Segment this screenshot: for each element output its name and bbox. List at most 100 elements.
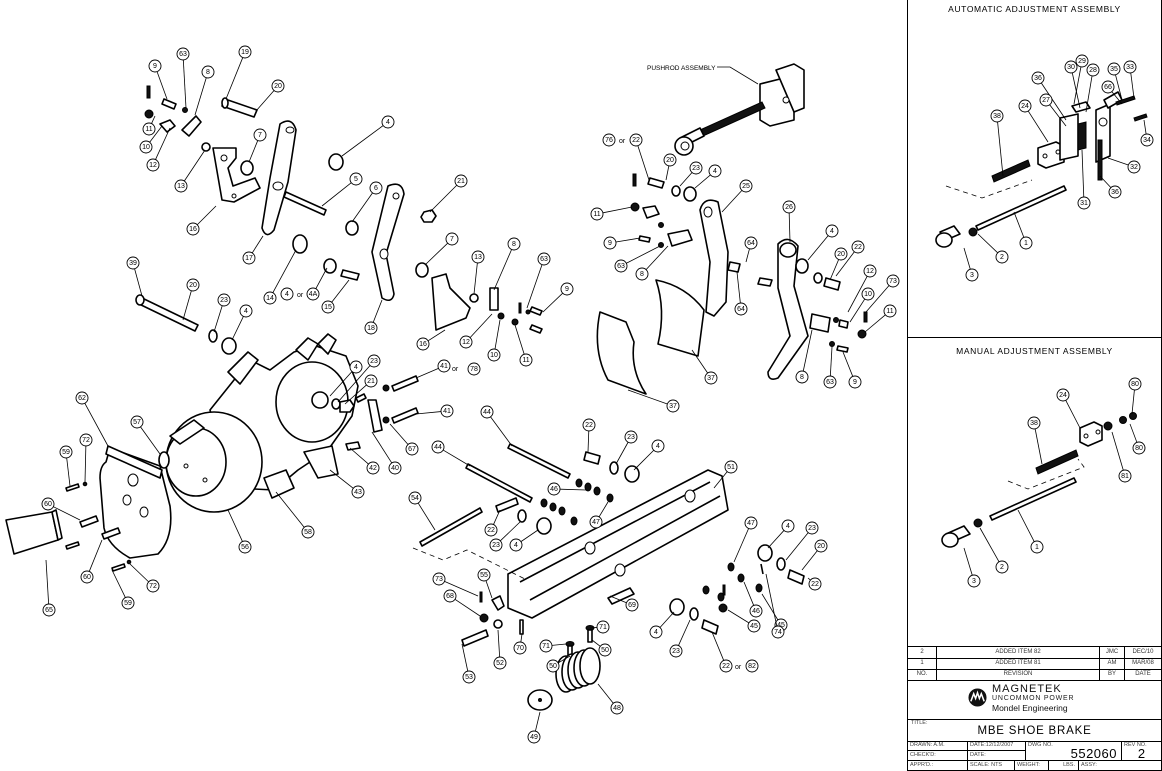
item-number: 22 <box>632 137 640 144</box>
revision-number: 2 <box>908 647 937 658</box>
leader-line <box>351 192 373 223</box>
revision-number: 1 <box>908 658 937 669</box>
leader-line <box>736 271 741 304</box>
leader-line <box>1143 119 1147 135</box>
item-number: 22 <box>854 244 862 251</box>
item-balloon: 71 <box>539 639 553 653</box>
leader-line <box>559 488 587 491</box>
hole <box>272 181 284 191</box>
leader-line <box>963 547 973 576</box>
main-lever <box>261 120 297 236</box>
item-number: 11 <box>593 211 600 218</box>
centerline <box>1007 458 1085 490</box>
item-number: 29 <box>1078 58 1086 65</box>
item-balloon: 50 <box>598 643 612 657</box>
item-number: 21 <box>367 378 375 385</box>
leader-line <box>520 529 539 542</box>
leader-line <box>227 509 243 542</box>
item-balloon: 22 <box>808 577 822 591</box>
item-number: 37 <box>707 375 715 382</box>
item-number: 78 <box>470 366 478 373</box>
item-number: 63 <box>826 379 834 386</box>
hole <box>584 541 596 555</box>
spacer <box>340 269 360 281</box>
item-balloon: 23 <box>669 644 683 658</box>
nut <box>737 573 745 583</box>
item-balloon: 66 <box>1101 80 1115 94</box>
item-balloon: 4 <box>708 164 722 178</box>
leader-line <box>717 66 759 85</box>
hole <box>1095 429 1101 435</box>
item-balloon: 35 <box>1107 62 1121 76</box>
screw <box>111 563 126 572</box>
item-balloon: 64 <box>734 302 748 316</box>
link-plate <box>667 229 693 247</box>
item-balloon: 22 <box>582 418 596 432</box>
leader-line <box>665 165 670 181</box>
bushing <box>757 544 773 562</box>
washer <box>517 509 527 523</box>
item-balloon: 11 <box>142 122 156 136</box>
leader-line <box>196 205 217 226</box>
leader-line <box>225 57 244 100</box>
bushing <box>536 517 552 535</box>
bushing <box>292 234 308 254</box>
adjuster-block <box>1079 421 1103 447</box>
item-number: 30 <box>1067 64 1075 71</box>
leader-line <box>156 71 168 100</box>
leader-line <box>213 305 223 333</box>
item-balloon: 4 <box>825 224 839 238</box>
item-balloon: 14 <box>263 291 277 305</box>
item-number: 10 <box>490 352 498 359</box>
leader-line <box>140 426 161 455</box>
item-number: 23 <box>692 165 700 172</box>
leader-line <box>315 267 328 289</box>
leader-line <box>785 532 809 561</box>
bushing <box>323 258 337 274</box>
item-balloon: 47 <box>589 515 603 529</box>
item-balloon: 60 <box>80 570 94 584</box>
or-note: or <box>452 366 459 373</box>
leader-line <box>182 290 192 321</box>
item-balloon: 46 <box>749 604 763 618</box>
leader-line <box>255 90 275 112</box>
item-number: 23 <box>627 434 635 441</box>
item-number: 66 <box>1104 84 1112 91</box>
hole <box>139 506 149 518</box>
leader-line <box>494 319 501 350</box>
bolt <box>638 235 651 243</box>
item-balloon: 72 <box>79 433 93 447</box>
slot-bar <box>1097 139 1103 181</box>
bolt <box>461 629 489 647</box>
hole <box>183 463 189 469</box>
frame-rails <box>519 481 721 601</box>
roll-pin <box>632 173 637 187</box>
leader-line <box>500 521 521 542</box>
leader-line <box>963 247 971 270</box>
item-balloon: 72 <box>146 579 160 593</box>
junction-box-side <box>51 509 63 541</box>
item-balloon: 4 <box>649 625 663 639</box>
item-number: 9 <box>853 379 857 386</box>
leader-line <box>626 245 661 264</box>
leader-line <box>1065 400 1081 429</box>
adjusting-screw <box>991 159 1031 183</box>
item-balloon: 19 <box>238 45 252 59</box>
item-number: 36 <box>1034 75 1042 82</box>
item-balloon: 37 <box>666 399 680 413</box>
leader-line <box>493 509 501 525</box>
leader-line <box>429 184 458 213</box>
hole <box>1098 117 1108 127</box>
revision-number-value: 2 <box>1137 746 1146 761</box>
item-balloon: 9 <box>148 59 162 73</box>
company-name: MAGNETEK <box>992 683 1062 695</box>
item-number: 19 <box>241 49 249 56</box>
washer <box>382 384 390 392</box>
item-balloon: 70 <box>513 641 527 655</box>
company-logo-area: MAGNETEK UNCOMMON POWER Mondel Engineeri… <box>908 680 1161 720</box>
leader-line <box>727 609 750 624</box>
pin <box>787 569 805 585</box>
item-number: 72 <box>149 583 157 590</box>
item-balloon: 45 <box>747 619 761 633</box>
